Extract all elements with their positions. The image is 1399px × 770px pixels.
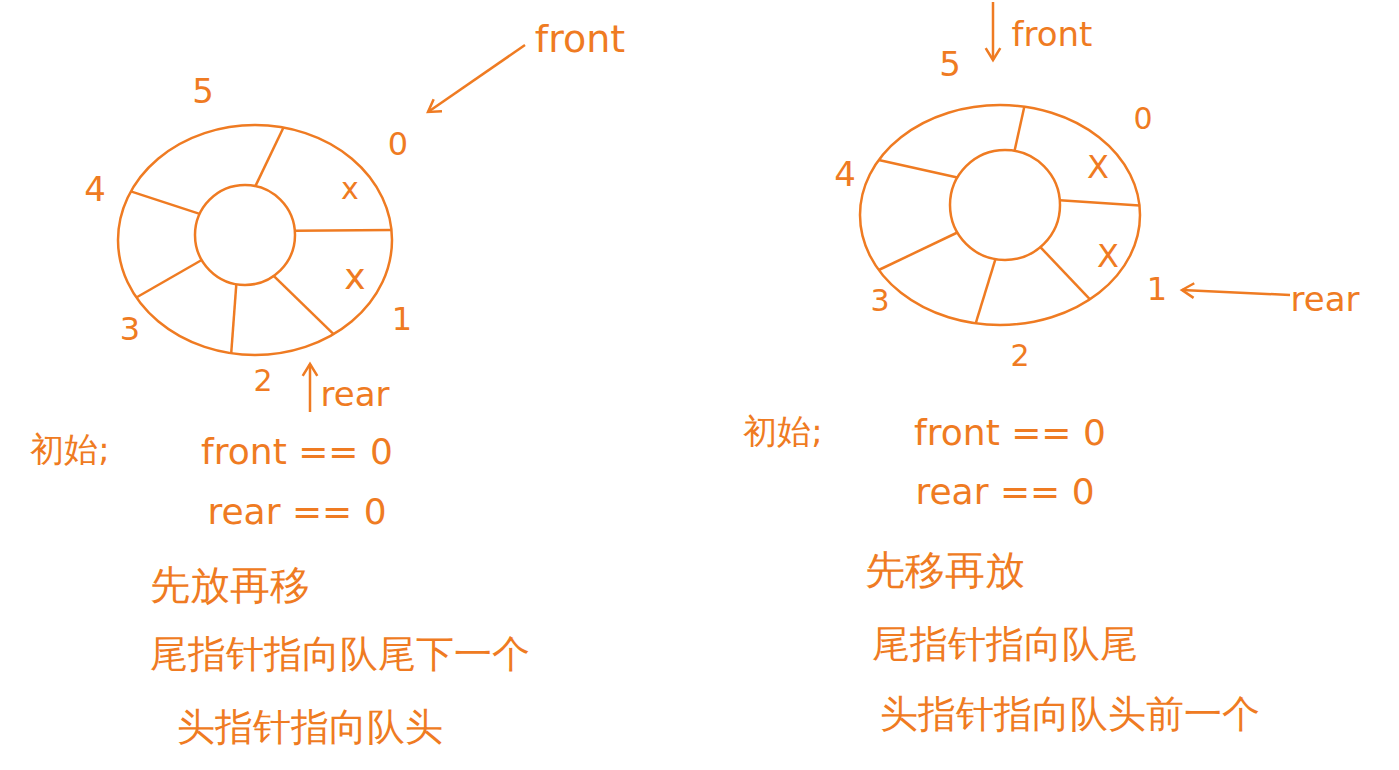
slot-index: 1 [392, 302, 412, 337]
init-value: front == 0 [201, 432, 393, 472]
slot-index: 0 [1133, 102, 1152, 135]
slot-divider [255, 128, 283, 187]
arrow-head [986, 48, 1001, 60]
note-text: 初始; [743, 413, 822, 450]
rule-text: 先放再移 [150, 563, 310, 607]
queue-hub [950, 150, 1060, 260]
pointer-arrow [1182, 290, 1290, 295]
init-value: front == 0 [914, 413, 1106, 453]
arrow-head [1182, 283, 1194, 298]
queue-ring [860, 105, 1140, 325]
slot-index: 3 [870, 284, 889, 317]
slot-mark: X [1087, 150, 1109, 185]
slot-index: 0 [388, 127, 408, 162]
queue-hub [195, 185, 295, 285]
slot-divider [879, 233, 958, 271]
slot-mark: X [1097, 239, 1119, 274]
slot-divider [976, 259, 996, 323]
slot-divider [1040, 247, 1090, 299]
pointer-arrow [428, 45, 525, 112]
pointer-name: front [535, 19, 625, 61]
slot-index: 2 [1010, 339, 1029, 372]
pointer-name: rear [321, 376, 390, 413]
slot-mark: x [344, 257, 365, 297]
init-value: rear == 0 [915, 472, 1094, 512]
slot-index: 5 [939, 46, 961, 83]
slot-index: 1 [1147, 272, 1167, 307]
slot-mark: x [341, 172, 359, 205]
slot-divider [879, 160, 958, 178]
pointer-arrow [992, 2, 995, 60]
rule-text: 先移再放 [865, 548, 1025, 592]
queue-ring [118, 125, 392, 355]
slot-index: 2 [253, 364, 272, 397]
slot-divider [274, 276, 334, 334]
arrow-head [303, 364, 318, 376]
slot-index: 4 [84, 171, 106, 208]
pointer-name: front [1012, 16, 1093, 53]
note-text: 初始; [30, 431, 109, 468]
rule-text: 头指针指向队头前一个 [880, 694, 1260, 736]
rule-text: 头指针指向队头 [177, 707, 443, 749]
slot-divider [231, 284, 236, 353]
slot-index: 3 [120, 312, 140, 347]
arrow-head [428, 99, 442, 112]
slot-divider [1015, 107, 1025, 151]
slot-divider [295, 229, 392, 232]
slot-index: 4 [834, 156, 856, 193]
slot-divider [1060, 200, 1140, 205]
slot-index: 5 [192, 73, 214, 110]
init-value: rear == 0 [207, 492, 386, 532]
rule-text: 尾指针指向队尾下一个 [150, 634, 530, 676]
slot-divider [136, 260, 201, 298]
slot-divider [131, 191, 200, 213]
pointer-name: rear [1291, 281, 1360, 318]
rule-text: 尾指针指向队尾 [872, 624, 1138, 666]
pointer-arrow [309, 364, 312, 412]
